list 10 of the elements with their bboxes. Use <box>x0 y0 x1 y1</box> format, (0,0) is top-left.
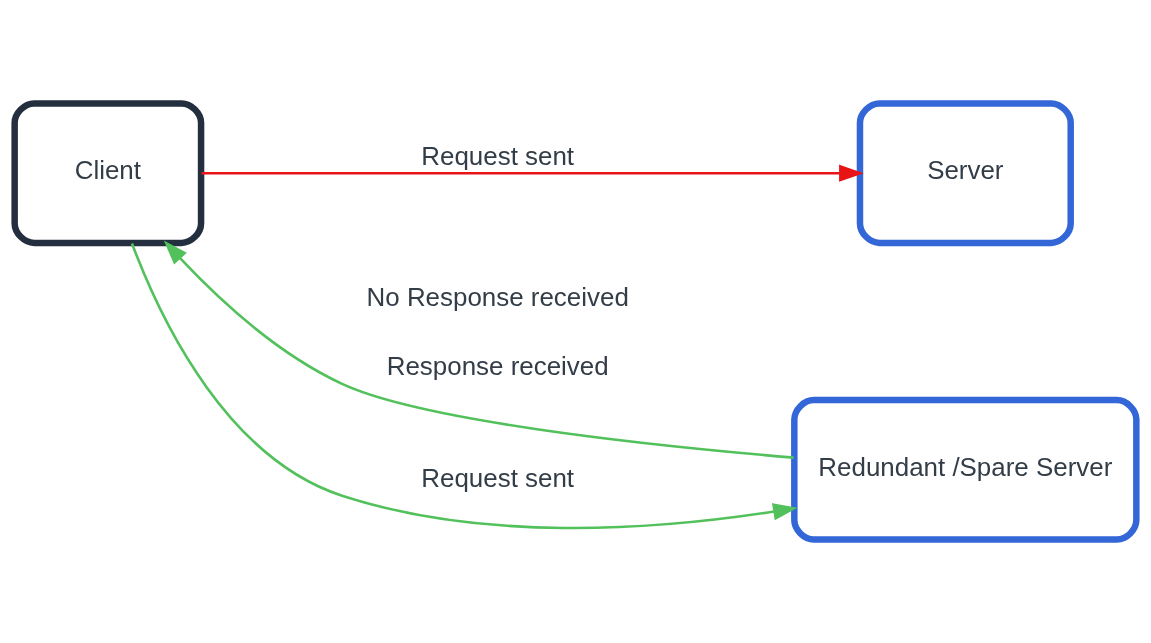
arrow <box>130 242 798 530</box>
node-box: Server <box>856 100 1074 247</box>
label: No Response received <box>366 282 629 311</box>
node-box: Client <box>11 100 205 247</box>
arrow <box>201 164 864 182</box>
node-box: Redundant /Spare Server <box>791 396 1140 543</box>
arrow <box>163 240 794 459</box>
edge-label: Request sent <box>421 464 575 493</box>
edge-label: Response received <box>386 352 609 381</box>
edge-label: Request sent <box>421 141 575 170</box>
